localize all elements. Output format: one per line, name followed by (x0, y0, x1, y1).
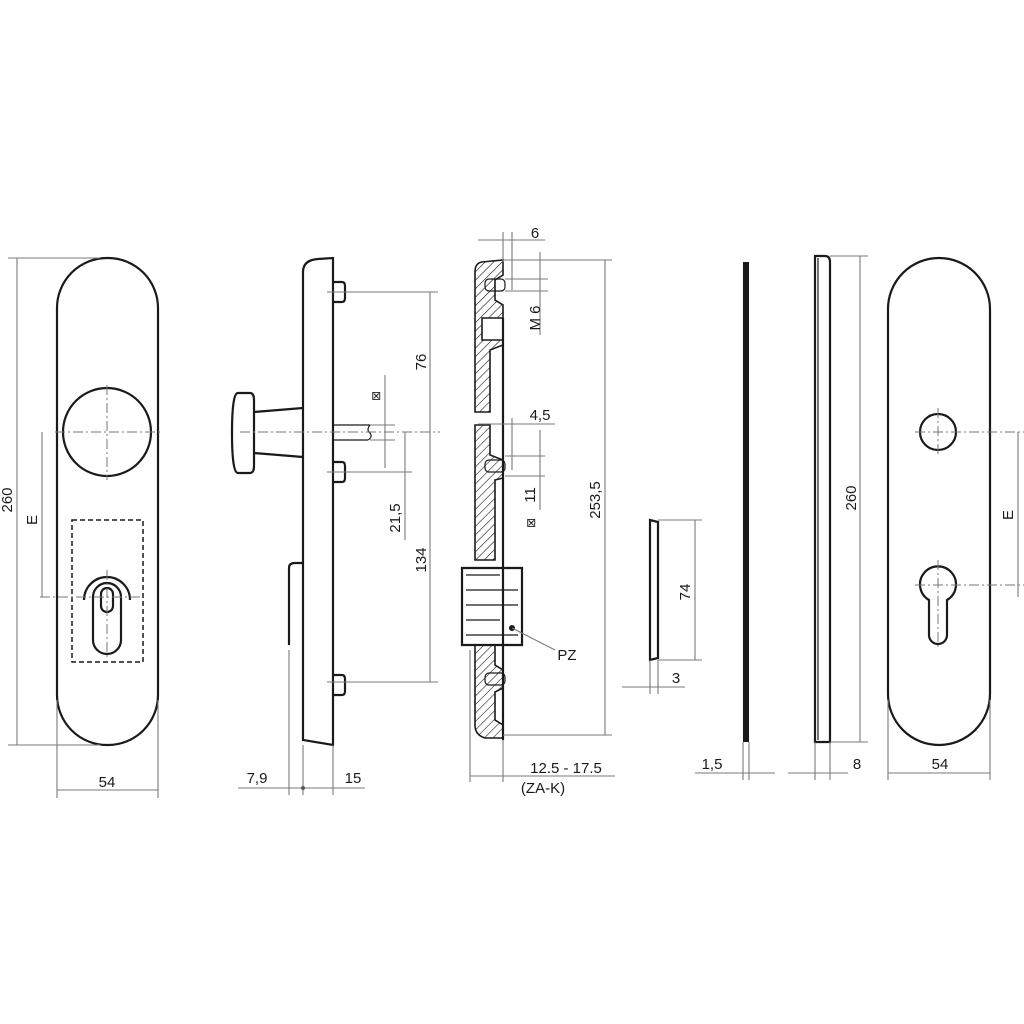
spacer-thickness-label: 3 (672, 670, 680, 687)
thickness-label: 15 (345, 770, 362, 787)
door-range-note: (ZA-K) (521, 780, 565, 797)
back-plate-front: E 54 (886, 256, 1024, 780)
front-view-knob-plate: 260 E 54 (0, 256, 160, 798)
distance-e-label: E (24, 515, 41, 525)
spindle-offset-label: 21,5 (387, 503, 404, 532)
offset-label: 7,9 (247, 770, 268, 787)
total-height-label: 253,5 (587, 481, 604, 519)
square-symbol: ⊠ (524, 518, 538, 528)
height-label: 260 (0, 487, 16, 512)
spacer-plate: 74 3 (622, 518, 702, 694)
back-height-label: 260 (843, 485, 860, 510)
square-symbol: ⊠ (369, 391, 383, 401)
back-plate-side: 260 8 (788, 254, 868, 780)
thin-thickness-label: 1,5 (702, 756, 723, 773)
depth-label: 4,5 (530, 407, 551, 424)
door-range-label: 12.5 - 17.5 (530, 760, 602, 777)
back-thickness-label: 8 (853, 756, 861, 773)
thin-plate: 1,5 (695, 262, 775, 780)
width-label: 54 (99, 774, 116, 791)
cylinder-label: PZ (557, 647, 576, 664)
upper-spacing-label: 76 (413, 354, 430, 371)
lower-spacing-label: 134 (413, 547, 430, 572)
spacer-height-label: 74 (677, 584, 694, 601)
section-view: 6 M 6 4,5 11 ⊠ 253,5 PZ 12.5 - 17.5 (ZA-… (460, 225, 615, 797)
back-width-label: 54 (932, 756, 949, 773)
square-size-label: 11 (522, 487, 539, 503)
thread-label: M 6 (527, 305, 544, 330)
back-distance-e-label: E (1000, 510, 1017, 520)
side-view-knob: 76 ⊠ 21,5 134 7,9 15 (230, 256, 440, 795)
screw-offset-label: 6 (531, 225, 539, 242)
